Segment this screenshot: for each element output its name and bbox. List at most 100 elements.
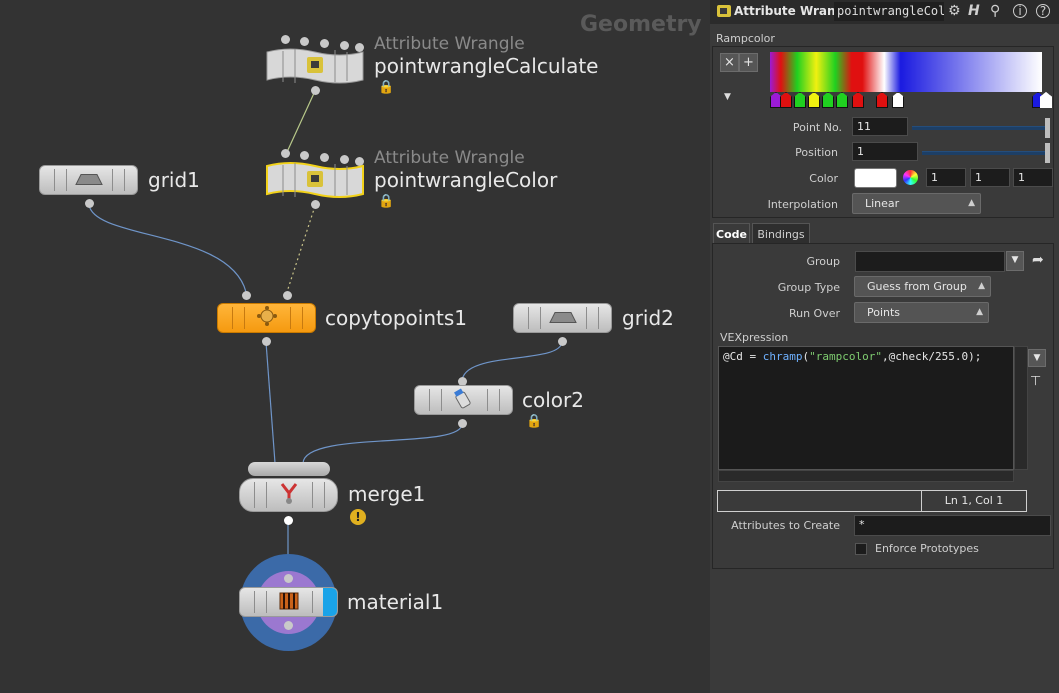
merge-icon [278, 481, 300, 509]
ramp-expand-icon[interactable]: ▼ [724, 92, 731, 102]
merge-input-bar[interactable] [248, 462, 330, 476]
input-port[interactable] [355, 43, 364, 52]
node-name-label[interactable]: pointwrangleCalculate [374, 54, 599, 78]
ramp-key-marker[interactable] [892, 92, 904, 108]
point-no-field[interactable]: 11 [852, 117, 908, 136]
code-scrollbar[interactable] [1014, 346, 1028, 470]
color-swatch[interactable] [854, 168, 897, 188]
ramp-key-marker[interactable] [794, 92, 806, 108]
input-port[interactable] [458, 377, 467, 386]
wire-color-to-copy [286, 205, 316, 293]
output-port[interactable] [284, 621, 293, 630]
input-port[interactable] [340, 155, 349, 164]
wrangle-icon [307, 171, 323, 187]
node-color2[interactable] [414, 385, 513, 415]
node-grid1[interactable] [39, 165, 138, 195]
context-title: Geometry [580, 12, 702, 37]
color-b-field[interactable]: 1 [1013, 168, 1053, 187]
color-g-field[interactable]: 1 [970, 168, 1010, 187]
input-port[interactable] [320, 39, 329, 48]
output-port[interactable] [458, 419, 467, 428]
node-name-field[interactable]: pointwrangleColor [834, 2, 944, 21]
output-port[interactable] [262, 337, 271, 346]
node-name-label[interactable]: grid1 [148, 168, 200, 192]
network-view[interactable]: Geometry Attribute Wrangle pointwrangleC… [0, 0, 710, 693]
display-flag[interactable] [323, 588, 337, 616]
updown-arrow-icon: ▲ [968, 198, 975, 208]
input-port[interactable] [281, 149, 290, 158]
input-port[interactable] [300, 37, 309, 46]
tab-code[interactable]: Code [713, 223, 750, 244]
wrangle-node-body[interactable] [265, 160, 365, 200]
node-name-label[interactable]: merge1 [348, 482, 426, 506]
code-token: ,@check/255.0); [881, 350, 982, 363]
node-name-label[interactable]: copytopoints1 [325, 306, 467, 330]
input-port[interactable] [281, 35, 290, 44]
node-name-label[interactable]: material1 [347, 590, 444, 614]
input-port[interactable] [300, 151, 309, 160]
group-menu-button[interactable]: ▼ [1006, 251, 1024, 271]
color-wheel-icon[interactable] [903, 170, 918, 185]
help-icon[interactable]: ? [1036, 4, 1050, 18]
ramp-label: Rampcolor [716, 32, 775, 45]
code-token: chramp [762, 350, 803, 363]
ramp-gradient[interactable] [770, 52, 1042, 92]
info-icon[interactable]: i [1013, 4, 1027, 18]
enforce-prototypes-checkbox[interactable] [855, 543, 867, 555]
output-port[interactable] [311, 200, 320, 209]
node-material1[interactable] [239, 587, 338, 617]
ramp-key-marker[interactable] [876, 92, 888, 108]
input-port[interactable] [284, 574, 293, 583]
add-spare-params-icon[interactable]: ⊤ [1030, 374, 1042, 389]
ramp-key-marker[interactable] [822, 92, 834, 108]
lock-icon[interactable]: 🔒 [526, 414, 543, 429]
code-status-bar: Ln 1, Col 1 [717, 490, 1027, 512]
output-port[interactable] [558, 337, 567, 346]
lock-icon[interactable]: 🔒 [378, 80, 395, 95]
input-port[interactable] [242, 291, 251, 300]
run-over-dropdown[interactable]: Points ▲ [854, 302, 989, 323]
node-grid2[interactable] [513, 303, 612, 333]
node-merge1[interactable] [239, 478, 338, 512]
input-port[interactable] [283, 291, 292, 300]
output-port[interactable] [85, 199, 94, 208]
lock-icon[interactable]: 🔒 [378, 194, 395, 209]
ramp-key-marker[interactable] [780, 92, 792, 108]
select-arrow-icon[interactable]: ➦ [1032, 252, 1044, 268]
node-name-label[interactable]: color2 [522, 388, 584, 412]
input-port[interactable] [320, 153, 329, 162]
output-port[interactable] [284, 516, 293, 525]
node-name-label[interactable]: grid2 [622, 306, 674, 330]
attributes-to-create-field[interactable]: * [854, 515, 1051, 536]
group-type-dropdown[interactable]: Guess from Group ▲ [854, 276, 991, 297]
tab-bindings[interactable]: Bindings [752, 223, 810, 244]
gear-icon[interactable]: ⚙ [948, 3, 961, 19]
wrangle-node-body[interactable] [265, 46, 365, 86]
group-type-label: Group Type [777, 281, 840, 294]
node-copytopoints1[interactable] [217, 303, 316, 333]
ramp-remove-button[interactable]: × [720, 53, 739, 72]
vex-code-editor[interactable]: @Cd = chramp("rampcolor",@check/255.0); [718, 346, 1014, 470]
interpolation-dropdown[interactable]: Linear ▲ [852, 193, 981, 214]
input-port[interactable] [340, 41, 349, 50]
input-port[interactable] [355, 157, 364, 166]
houdini-h-icon[interactable]: H [968, 3, 980, 19]
ramp-add-button[interactable]: + [739, 53, 758, 72]
code-hscrollbar[interactable] [718, 470, 1014, 482]
position-field[interactable]: 1 [852, 142, 918, 161]
node-name-label[interactable]: pointwrangleColor [374, 168, 558, 192]
warning-icon[interactable]: ! [350, 509, 366, 525]
code-menu-button[interactable]: ▼ [1028, 349, 1046, 367]
ramp-key-marker[interactable] [808, 92, 820, 108]
position-slider[interactable] [922, 143, 1050, 163]
ramp-key-marker[interactable] [852, 92, 864, 108]
group-field[interactable] [855, 251, 1005, 272]
ramp-keys [762, 92, 1052, 110]
ramp-key-marker[interactable] [836, 92, 848, 108]
color-r-field[interactable]: 1 [926, 168, 966, 187]
ramp-key-marker[interactable] [1040, 92, 1052, 108]
point-no-slider[interactable] [912, 118, 1050, 138]
code-token: "rampcolor" [809, 350, 882, 363]
search-icon[interactable]: ⚲ [990, 3, 1001, 19]
output-port[interactable] [311, 86, 320, 95]
